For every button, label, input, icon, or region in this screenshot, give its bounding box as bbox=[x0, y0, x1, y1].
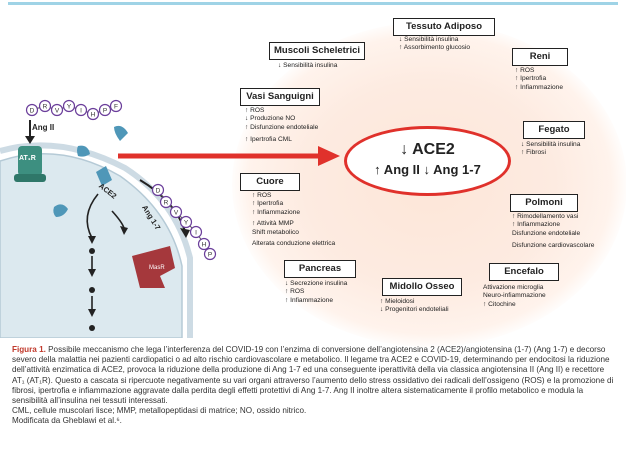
top-peptide-residue-label-2: V bbox=[55, 108, 60, 115]
organ-fegato-title: Fegato bbox=[523, 121, 585, 139]
top-peptide-residue-label-3: Y bbox=[67, 104, 72, 111]
side-peptide-residue-1 bbox=[159, 195, 173, 209]
caption-text: Possibile meccanismo che lega l’interfer… bbox=[12, 345, 614, 406]
caption-abbreviations: CML, cellule muscolari lisce; MMP, metal… bbox=[12, 406, 307, 416]
top-peptide-residue-label-0: D bbox=[30, 108, 35, 115]
top-peptide-residue-6 bbox=[98, 103, 112, 117]
organ-muscoli-scheletrici-title: Muscoli Scheletrici bbox=[269, 42, 365, 60]
at1r-receptor bbox=[14, 146, 46, 182]
organ-vasi-sanguigni-effects: ↑ ROS↓ Produzione NO↑ Disfunzione endote… bbox=[245, 107, 319, 144]
organ-muscoli-scheletrici-effects: ↓ Sensibilità insulina bbox=[278, 62, 338, 69]
virus-fragment-1 bbox=[114, 125, 128, 141]
top-peptide-residue-2 bbox=[50, 103, 64, 117]
top-peptide-residue-label-1: R bbox=[43, 104, 48, 111]
figure-caption: Figura 1. Possibile meccanismo che lega … bbox=[12, 345, 616, 427]
top-peptide-residue-4 bbox=[74, 103, 88, 117]
organ-midollo-osseo-effects: ↑ Mieloidosi↓ Progenitori endoteliali bbox=[380, 298, 449, 314]
side-peptide-residue-2 bbox=[169, 205, 183, 219]
side-peptide-residue-label-6: P bbox=[208, 252, 212, 259]
top-peptide-residue-label-7: F bbox=[114, 104, 118, 111]
top-peptide-residue-1 bbox=[38, 99, 52, 113]
side-peptide-residue-0 bbox=[151, 183, 165, 197]
ang-ii-label: Ang II bbox=[32, 123, 55, 132]
top-peptide-chain: D RVY I HPF bbox=[25, 99, 123, 121]
side-peptide-residue-5 bbox=[197, 237, 211, 251]
organ-cuore-effects: ↑ ROS↑ Ipertrofia↑ Infiammazione↑ Attivi… bbox=[252, 192, 336, 248]
organ-encefalo-title: Encefalo bbox=[489, 263, 559, 281]
side-peptide-residue-label-2: V bbox=[174, 210, 179, 217]
top-peptide-residue-0 bbox=[25, 103, 39, 117]
organ-midollo-osseo-title: Midollo Osseo bbox=[382, 278, 462, 296]
ace2-receptor bbox=[96, 166, 112, 186]
organ-tessuto-adiposo-effects: ↓ Sensibilità insulina↑ Assorbimento glu… bbox=[399, 36, 471, 52]
top-peptide-residue-7 bbox=[109, 99, 123, 113]
ang-balance-label: ↑ Ang II ↓ Ang 1-7 bbox=[374, 162, 481, 177]
side-peptide-residue-label-3: Y bbox=[184, 220, 189, 227]
side-peptide-residue-3 bbox=[179, 215, 193, 229]
top-peptide-residue-5 bbox=[86, 107, 100, 121]
side-peptide-residue-label-4: I bbox=[195, 230, 197, 237]
ace2-central-ring: ↓ ACE2 ↑ Ang II ↓ Ang 1-7 bbox=[344, 126, 511, 196]
organ-fegato-effects: ↓ Sensibilità insulina↑ Fibrosi bbox=[521, 141, 581, 157]
organ-pancreas-title: Pancreas bbox=[284, 260, 356, 278]
top-peptide-residue-label-5: H bbox=[91, 112, 96, 119]
side-peptide-residue-4 bbox=[189, 225, 203, 239]
organ-cuore-title: Cuore bbox=[240, 173, 300, 191]
masr-label: MasR bbox=[149, 265, 165, 271]
main-arrowhead bbox=[318, 146, 340, 166]
organ-vasi-sanguigni-title: Vasi Sanguigni bbox=[240, 88, 320, 106]
virus-fragment-3 bbox=[53, 204, 68, 217]
top-peptide-residue-3 bbox=[62, 99, 76, 113]
top-peptide-residue-label-6: P bbox=[103, 108, 107, 115]
organ-polmoni-title: Polmoni bbox=[510, 194, 578, 212]
ace2-down-label: ↓ ACE2 bbox=[400, 141, 455, 158]
at1r-label: AT₁R bbox=[19, 155, 36, 162]
virus-fragment-2 bbox=[77, 145, 90, 157]
side-peptide-residue-label-1: R bbox=[164, 200, 169, 207]
side-peptide-residue-label-0: D bbox=[156, 188, 161, 195]
organ-pancreas-effects: ↓ Secrezione insulina↑ ROS↑ Infiammazion… bbox=[285, 280, 348, 304]
top-rule bbox=[8, 2, 618, 5]
side-peptide-residue-label-5: H bbox=[202, 242, 207, 249]
side-peptide-residue-6 bbox=[203, 247, 217, 261]
top-peptide-residue-label-4: I bbox=[80, 108, 82, 115]
caption-source: Modificata da Gheblawi et al.⁶. bbox=[12, 416, 122, 426]
organ-reni-title: Reni bbox=[512, 48, 568, 66]
organ-reni-effects: ↑ ROS↑ Ipertrofia↑ Infiammazione bbox=[515, 67, 564, 91]
organ-tessuto-adiposo-title: Tessuto Adiposo bbox=[393, 18, 495, 36]
masr-receptor bbox=[132, 246, 175, 288]
figure-label: Figura 1. bbox=[12, 345, 46, 354]
